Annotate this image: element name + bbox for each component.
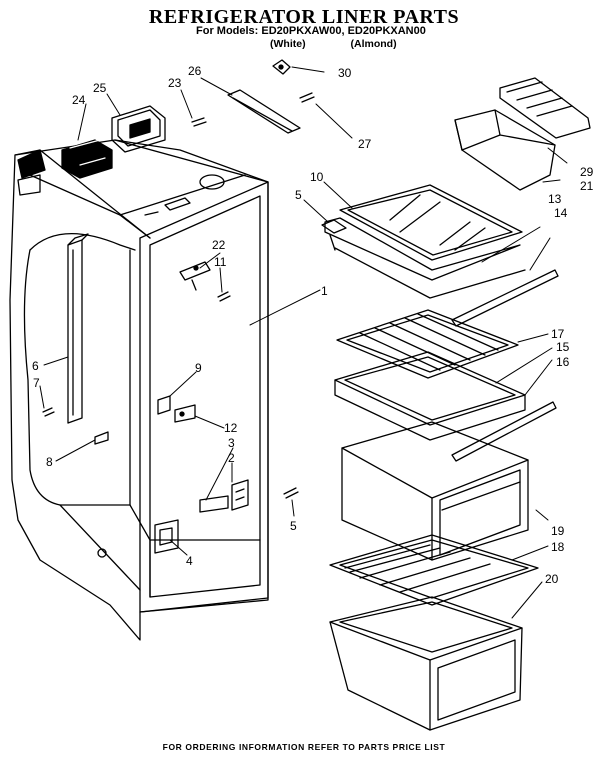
callout-25: 25 (93, 81, 107, 95)
page-title: REFRIGERATOR LINER PARTS (148, 6, 460, 28)
callout-21: 21 (580, 179, 594, 193)
top-parts (61, 59, 315, 179)
callout-13: 13 (548, 192, 562, 206)
callout-16: 16 (556, 355, 570, 369)
callout-20: 20 (545, 572, 559, 586)
callout-12: 12 (224, 421, 238, 435)
color-white: (White) (270, 38, 306, 50)
callout-15: 15 (556, 340, 570, 354)
callout-17: 17 (551, 327, 565, 341)
callout-18: 18 (551, 540, 565, 554)
leader-lines (39, 66, 568, 619)
callout-14: 14 (554, 206, 568, 220)
callout-27: 27 (358, 137, 372, 151)
callout-23: 23 (168, 76, 182, 90)
callout-5-upper: 5 (295, 188, 302, 202)
callouts: 1 2 3 4 5 5 6 7 8 9 10 11 12 13 14 15 16… (32, 64, 594, 586)
callout-8: 8 (46, 455, 53, 469)
callout-22: 22 (212, 238, 226, 252)
callout-1: 1 (321, 284, 328, 298)
callout-29: 29 (580, 165, 594, 179)
color-almond: (Almond) (350, 38, 397, 50)
callout-11: 11 (214, 255, 227, 269)
footer-note: FOR ORDERING INFORMATION REFER TO PARTS … (162, 742, 446, 752)
callout-26: 26 (188, 64, 202, 78)
callout-19: 19 (551, 524, 565, 538)
callout-2: 2 (228, 451, 235, 465)
liner (9, 139, 299, 641)
callout-5-lower: 5 (290, 519, 297, 533)
shelves-and-pans (321, 77, 591, 731)
callout-30: 30 (338, 66, 352, 80)
callout-9: 9 (195, 361, 202, 375)
callout-3: 3 (228, 436, 235, 450)
callout-4: 4 (186, 554, 193, 568)
callout-24: 24 (72, 93, 86, 107)
models-line: For Models: ED20PKXAW00, ED20PKXAN00 (196, 25, 426, 37)
callout-6: 6 (32, 359, 39, 373)
callout-10: 10 (310, 170, 324, 184)
model-colors: (White) (Almond) (270, 38, 397, 50)
callout-7: 7 (33, 376, 40, 390)
